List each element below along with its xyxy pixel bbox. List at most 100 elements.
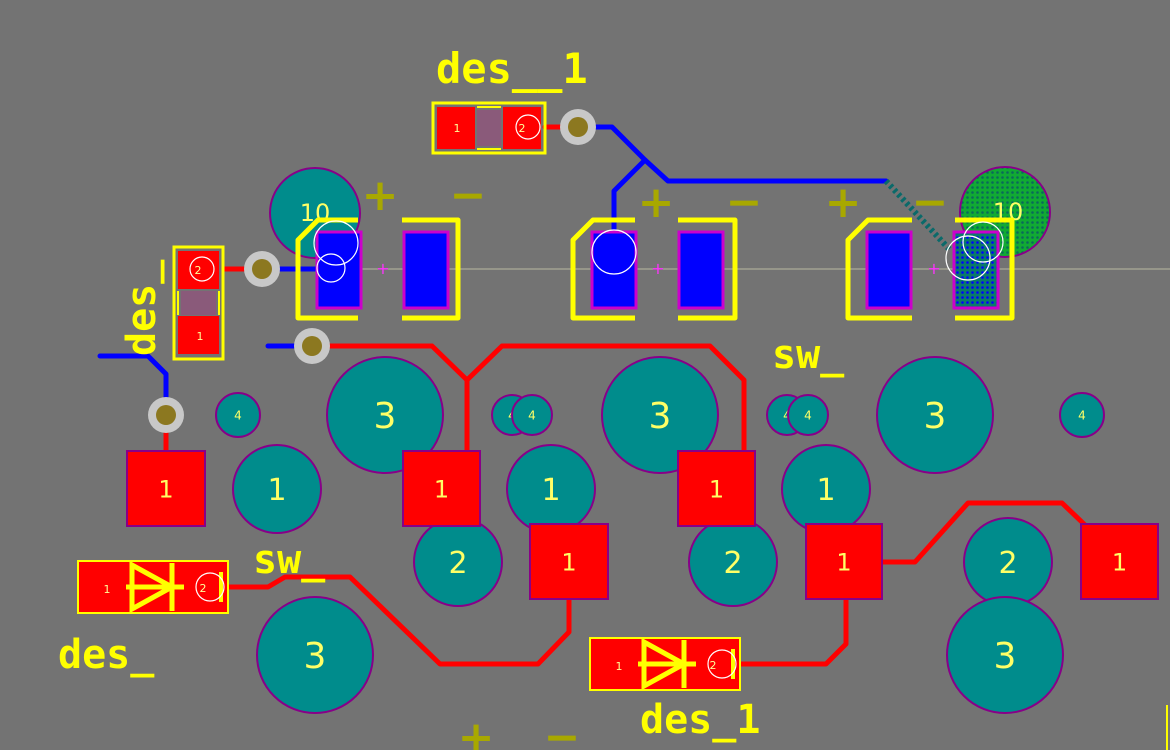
via-1[interactable] bbox=[560, 109, 596, 145]
top-trace-7 bbox=[736, 597, 849, 667]
smd-square-pad-rect[interactable] bbox=[126, 450, 206, 527]
smd-square-pad-label: 1 bbox=[836, 549, 851, 577]
through-hole-pad-circle[interactable] bbox=[256, 596, 374, 714]
through-hole-pad-label: 4 bbox=[1078, 408, 1086, 422]
via-2[interactable] bbox=[244, 251, 280, 287]
through-hole-pad[interactable]: 4 bbox=[1059, 392, 1105, 438]
polarity-plus-4: + bbox=[458, 712, 495, 750]
through-hole-pad[interactable]: 3 bbox=[601, 356, 719, 474]
polarity-plus-2: + bbox=[638, 177, 675, 228]
through-hole-pad-label: 4 bbox=[234, 408, 242, 422]
top-trace-6 bbox=[225, 574, 572, 667]
through-hole-pad[interactable]: 1 bbox=[506, 444, 596, 534]
through-hole-pad-label: 1 bbox=[267, 473, 286, 508]
through-hole-pad-label: 4 bbox=[804, 408, 812, 422]
through-hole-pad[interactable]: 1 bbox=[232, 444, 322, 534]
through-hole-pad[interactable]: 3 bbox=[326, 356, 444, 474]
through-hole-pad-label: 2 bbox=[998, 546, 1017, 581]
capacitor-footprint-1[interactable] bbox=[295, 217, 461, 321]
polarity-plus-3: + bbox=[825, 177, 862, 228]
capacitor-footprint-3[interactable] bbox=[845, 217, 1015, 321]
selection-markers bbox=[313, 220, 1004, 283]
through-hole-pad-label: 4 bbox=[783, 408, 791, 422]
through-hole-pad-circle[interactable] bbox=[1059, 392, 1105, 438]
cap3-pad-plus[interactable] bbox=[865, 230, 913, 310]
diode-center-pad2-marker bbox=[707, 649, 737, 679]
diode-des-bottom-center[interactable]: 1 2 bbox=[589, 637, 741, 691]
through-hole-pad[interactable]: 2 bbox=[688, 517, 778, 607]
smd-square-pad-rect[interactable] bbox=[1080, 523, 1159, 600]
through-hole-pad[interactable]: 1 bbox=[781, 444, 871, 534]
cap2-pad-plus[interactable] bbox=[590, 230, 638, 310]
through-hole-pad-circle[interactable] bbox=[215, 392, 261, 438]
through-hole-pad-circle[interactable] bbox=[601, 356, 719, 474]
designator-des-bottom-center[interactable]: des_1 bbox=[640, 697, 760, 743]
polarity-minus-4: − bbox=[544, 712, 581, 750]
smd-square-pad-rect[interactable] bbox=[805, 523, 883, 600]
via-4[interactable] bbox=[148, 397, 184, 433]
through-hole-pad-circle[interactable] bbox=[946, 596, 1064, 714]
polarity-marks: + − + − + − + − bbox=[362, 170, 949, 750]
resistor-des-top[interactable]: 1 2 bbox=[431, 101, 547, 155]
through-hole-pad-label: 2 bbox=[723, 546, 742, 581]
capacitor-footprint-2[interactable] bbox=[570, 217, 738, 321]
through-hole-pad-circle[interactable] bbox=[326, 356, 444, 474]
cap1-pad-minus[interactable] bbox=[402, 230, 450, 310]
smd-square-pad-rect[interactable] bbox=[402, 450, 481, 527]
via-3[interactable] bbox=[294, 328, 330, 364]
through-hole-pads: 33344444411122233 bbox=[215, 356, 1105, 714]
smd-square-pad-rect[interactable] bbox=[677, 450, 756, 527]
polarity-plus-1: + bbox=[362, 170, 399, 221]
cap3-pad-minus[interactable] bbox=[952, 230, 1000, 310]
designator-des-top[interactable]: des__1 bbox=[436, 44, 588, 93]
diode-center-pad2-label: 2 bbox=[710, 659, 717, 672]
selection-marker-5 bbox=[945, 235, 991, 281]
cap2-pad-minus[interactable] bbox=[677, 230, 725, 310]
diode-left-pad2-label: 2 bbox=[200, 582, 207, 595]
diode-left-pad1-label: 1 bbox=[104, 583, 111, 596]
through-hole-pad-circle[interactable] bbox=[232, 444, 322, 534]
through-hole-pad[interactable]: 4 bbox=[511, 394, 553, 436]
polarity-minus-3: − bbox=[912, 177, 949, 228]
selection-marker-1 bbox=[313, 220, 359, 266]
through-hole-pad[interactable]: 3 bbox=[876, 356, 994, 474]
selected-trace[interactable] bbox=[883, 178, 953, 253]
res-left-pad2-label: 2 bbox=[195, 264, 202, 277]
designator-sw-left[interactable]: sw_ bbox=[253, 537, 326, 583]
through-hole-pad-label: 1 bbox=[816, 473, 835, 508]
smd-square-pad[interactable]: 1 bbox=[677, 450, 756, 527]
diode-des-bottom-left[interactable]: 1 2 bbox=[77, 560, 229, 614]
smd-square-pad[interactable]: 1 bbox=[529, 523, 609, 600]
through-hole-pad-circle[interactable] bbox=[876, 356, 994, 474]
res-top-pad1-label: 1 bbox=[454, 122, 461, 135]
polarity-minus-2: − bbox=[726, 177, 763, 228]
through-hole-pad[interactable]: 2 bbox=[963, 517, 1053, 607]
smd-square-pad[interactable]: 1 bbox=[805, 523, 883, 600]
diode-left-pad2-marker bbox=[195, 572, 225, 602]
through-hole-pad[interactable]: 3 bbox=[946, 596, 1064, 714]
cap1-pad-plus[interactable] bbox=[315, 230, 363, 310]
through-hole-pad[interactable]: 3 bbox=[256, 596, 374, 714]
designator-sw-right[interactable]: sw_ bbox=[772, 332, 845, 378]
top-trace-8 bbox=[879, 500, 1088, 565]
bottom-trace-net-c bbox=[97, 353, 169, 418]
smd-square-pad-rect[interactable] bbox=[529, 523, 609, 600]
designator-des-left[interactable]: des_ bbox=[119, 259, 165, 356]
resistor-des-left[interactable]: 2 1 bbox=[172, 245, 225, 361]
through-hole-pad-circle[interactable] bbox=[787, 394, 829, 436]
through-hole-pad[interactable]: 2 bbox=[413, 517, 503, 607]
smd-square-pad[interactable]: 1 bbox=[126, 450, 206, 527]
res-top-pad2-marker bbox=[515, 114, 541, 140]
selection-marker-3 bbox=[591, 229, 637, 275]
through-hole-pad-circle[interactable] bbox=[511, 394, 553, 436]
through-hole-pad[interactable]: 4 bbox=[215, 392, 261, 438]
through-hole-pad[interactable]: 4 bbox=[787, 394, 829, 436]
smd-square-pad-label: 1 bbox=[158, 476, 173, 504]
smd-square-pad[interactable]: 1 bbox=[402, 450, 481, 527]
through-hole-pad-label: 3 bbox=[994, 636, 1017, 677]
smd-square-pad[interactable]: 1 bbox=[1080, 523, 1159, 600]
through-hole-pad-label: 1 bbox=[541, 473, 560, 508]
designator-des-bottom-left[interactable]: des_ bbox=[58, 632, 155, 678]
